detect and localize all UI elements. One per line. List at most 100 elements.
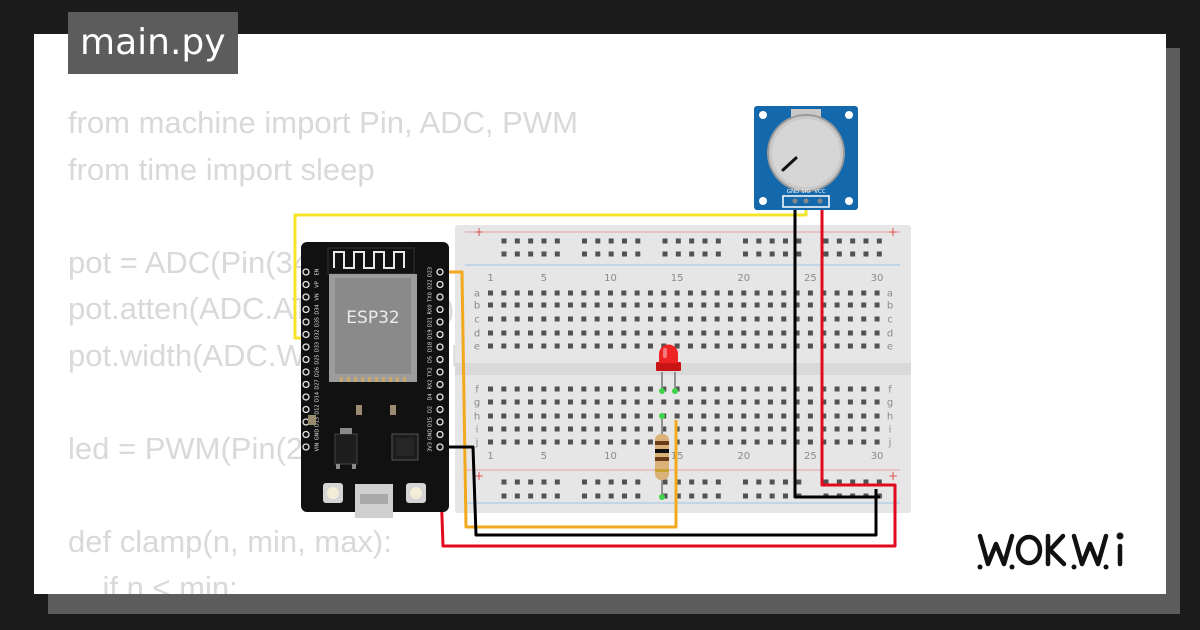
breadboard-hole[interactable] — [727, 386, 733, 392]
wire-ground-potentiometer[interactable] — [793, 204, 880, 499]
breadboard-hole[interactable] — [874, 426, 880, 432]
breadboard-hole[interactable] — [767, 439, 773, 445]
breadboard-hole[interactable] — [607, 439, 613, 445]
breadboard-hole[interactable] — [767, 302, 773, 308]
breadboard-hole[interactable] — [488, 302, 493, 308]
breadboard-hole[interactable] — [647, 343, 653, 349]
breadboard-hole[interactable] — [488, 413, 493, 419]
breadboard-hole[interactable] — [581, 386, 587, 392]
breadboard-hole[interactable] — [754, 426, 760, 432]
breadboard-hole[interactable] — [581, 302, 587, 308]
rail-hole[interactable] — [715, 251, 721, 257]
breadboard-hole[interactable] — [821, 399, 827, 405]
rail-hole[interactable] — [863, 251, 869, 257]
breadboard-hole[interactable] — [741, 290, 747, 296]
rail-hole[interactable] — [608, 238, 614, 244]
rail-hole[interactable] — [756, 493, 762, 499]
breadboard-hole[interactable] — [647, 426, 653, 432]
breadboard-hole[interactable] — [581, 413, 587, 419]
breadboard-hole[interactable] — [501, 330, 507, 336]
breadboard-hole[interactable] — [541, 316, 547, 322]
breadboard-hole[interactable] — [594, 386, 600, 392]
rail-hole[interactable] — [675, 251, 681, 257]
rail-hole[interactable] — [621, 493, 627, 499]
breadboard-hole[interactable] — [554, 426, 560, 432]
rail-hole[interactable] — [689, 251, 695, 257]
breadboard-hole[interactable] — [488, 290, 493, 296]
breadboard-hole[interactable] — [767, 290, 773, 296]
rail-hole[interactable] — [582, 479, 587, 485]
rail-hole[interactable] — [501, 493, 507, 499]
breadboard-hole[interactable] — [567, 343, 573, 349]
breadboard-hole[interactable] — [661, 302, 667, 308]
rail-hole[interactable] — [528, 251, 534, 257]
rail-hole[interactable] — [715, 479, 721, 485]
breadboard-hole[interactable] — [527, 399, 533, 405]
breadboard-hole[interactable] — [674, 290, 680, 296]
rail-hole[interactable] — [662, 238, 668, 244]
breadboard-hole[interactable] — [581, 330, 587, 336]
breadboard-hole[interactable] — [541, 439, 547, 445]
breadboard-hole[interactable] — [607, 316, 613, 322]
breadboard-hole[interactable] — [701, 426, 707, 432]
breadboard-hole[interactable] — [634, 413, 640, 419]
breadboard-hole[interactable] — [687, 290, 693, 296]
breadboard-hole[interactable] — [661, 316, 667, 322]
breadboard-hole[interactable] — [541, 386, 547, 392]
wires[interactable] — [293, 204, 897, 548]
breadboard-hole[interactable] — [567, 399, 573, 405]
rail-hole[interactable] — [608, 493, 614, 499]
breadboard-hole[interactable] — [527, 290, 533, 296]
breadboard-hole[interactable] — [741, 386, 747, 392]
breadboard-hole[interactable] — [781, 290, 787, 296]
potentiometer[interactable]: GND SIG VCC — [754, 106, 858, 210]
esp32-right-pin[interactable] — [436, 268, 444, 276]
esp32-left-pin[interactable] — [302, 318, 310, 326]
breadboard-hole[interactable] — [634, 330, 640, 336]
breadboard-hole[interactable] — [687, 316, 693, 322]
breadboard-hole[interactable] — [874, 330, 880, 336]
breadboard-hole[interactable] — [701, 386, 707, 392]
breadboard-hole[interactable] — [821, 290, 827, 296]
breadboard-hole[interactable] — [727, 343, 733, 349]
rail-hole[interactable] — [702, 238, 708, 244]
breadboard-hole[interactable] — [607, 290, 613, 296]
breadboard-hole[interactable] — [727, 426, 733, 432]
breadboard-hole[interactable] — [714, 343, 720, 349]
breadboard-hole[interactable] — [581, 439, 587, 445]
breadboard-hole[interactable] — [607, 302, 613, 308]
rail-hole[interactable] — [635, 251, 641, 257]
esp32-right-pin[interactable] — [436, 318, 444, 326]
breadboard-hole[interactable] — [714, 399, 720, 405]
breadboard-hole[interactable] — [701, 343, 707, 349]
breadboard-hole[interactable] — [527, 413, 533, 419]
rail-hole[interactable] — [689, 493, 695, 499]
breadboard-hole[interactable] — [821, 413, 827, 419]
micro-usb-port[interactable] — [355, 484, 393, 518]
rail-hole[interactable] — [769, 493, 775, 499]
breadboard-hole[interactable] — [514, 290, 520, 296]
esp32-left-pin[interactable] — [302, 280, 310, 289]
esp32-right-pin[interactable] — [436, 368, 444, 376]
breadboard-hole[interactable] — [794, 439, 800, 445]
breadboard-hole[interactable] — [781, 439, 787, 445]
rail-hole[interactable] — [514, 493, 520, 499]
breadboard-hole[interactable] — [807, 439, 813, 445]
breadboard-hole[interactable] — [647, 330, 653, 336]
breadboard-hole[interactable] — [661, 290, 667, 296]
breadboard-hole[interactable] — [714, 426, 720, 432]
rail-hole[interactable] — [621, 251, 627, 257]
breadboard-hole[interactable] — [607, 330, 613, 336]
breadboard-hole[interactable] — [554, 302, 560, 308]
breadboard-hole[interactable] — [554, 330, 560, 336]
rail-hole[interactable] — [782, 479, 788, 485]
breadboard-hole[interactable] — [501, 290, 507, 296]
rail-hole[interactable] — [823, 238, 829, 244]
rail-hole[interactable] — [823, 479, 829, 485]
breadboard-hole[interactable] — [541, 343, 547, 349]
breadboard-hole[interactable] — [781, 343, 787, 349]
breadboard-hole[interactable] — [807, 426, 813, 432]
rail-hole[interactable] — [782, 238, 788, 244]
